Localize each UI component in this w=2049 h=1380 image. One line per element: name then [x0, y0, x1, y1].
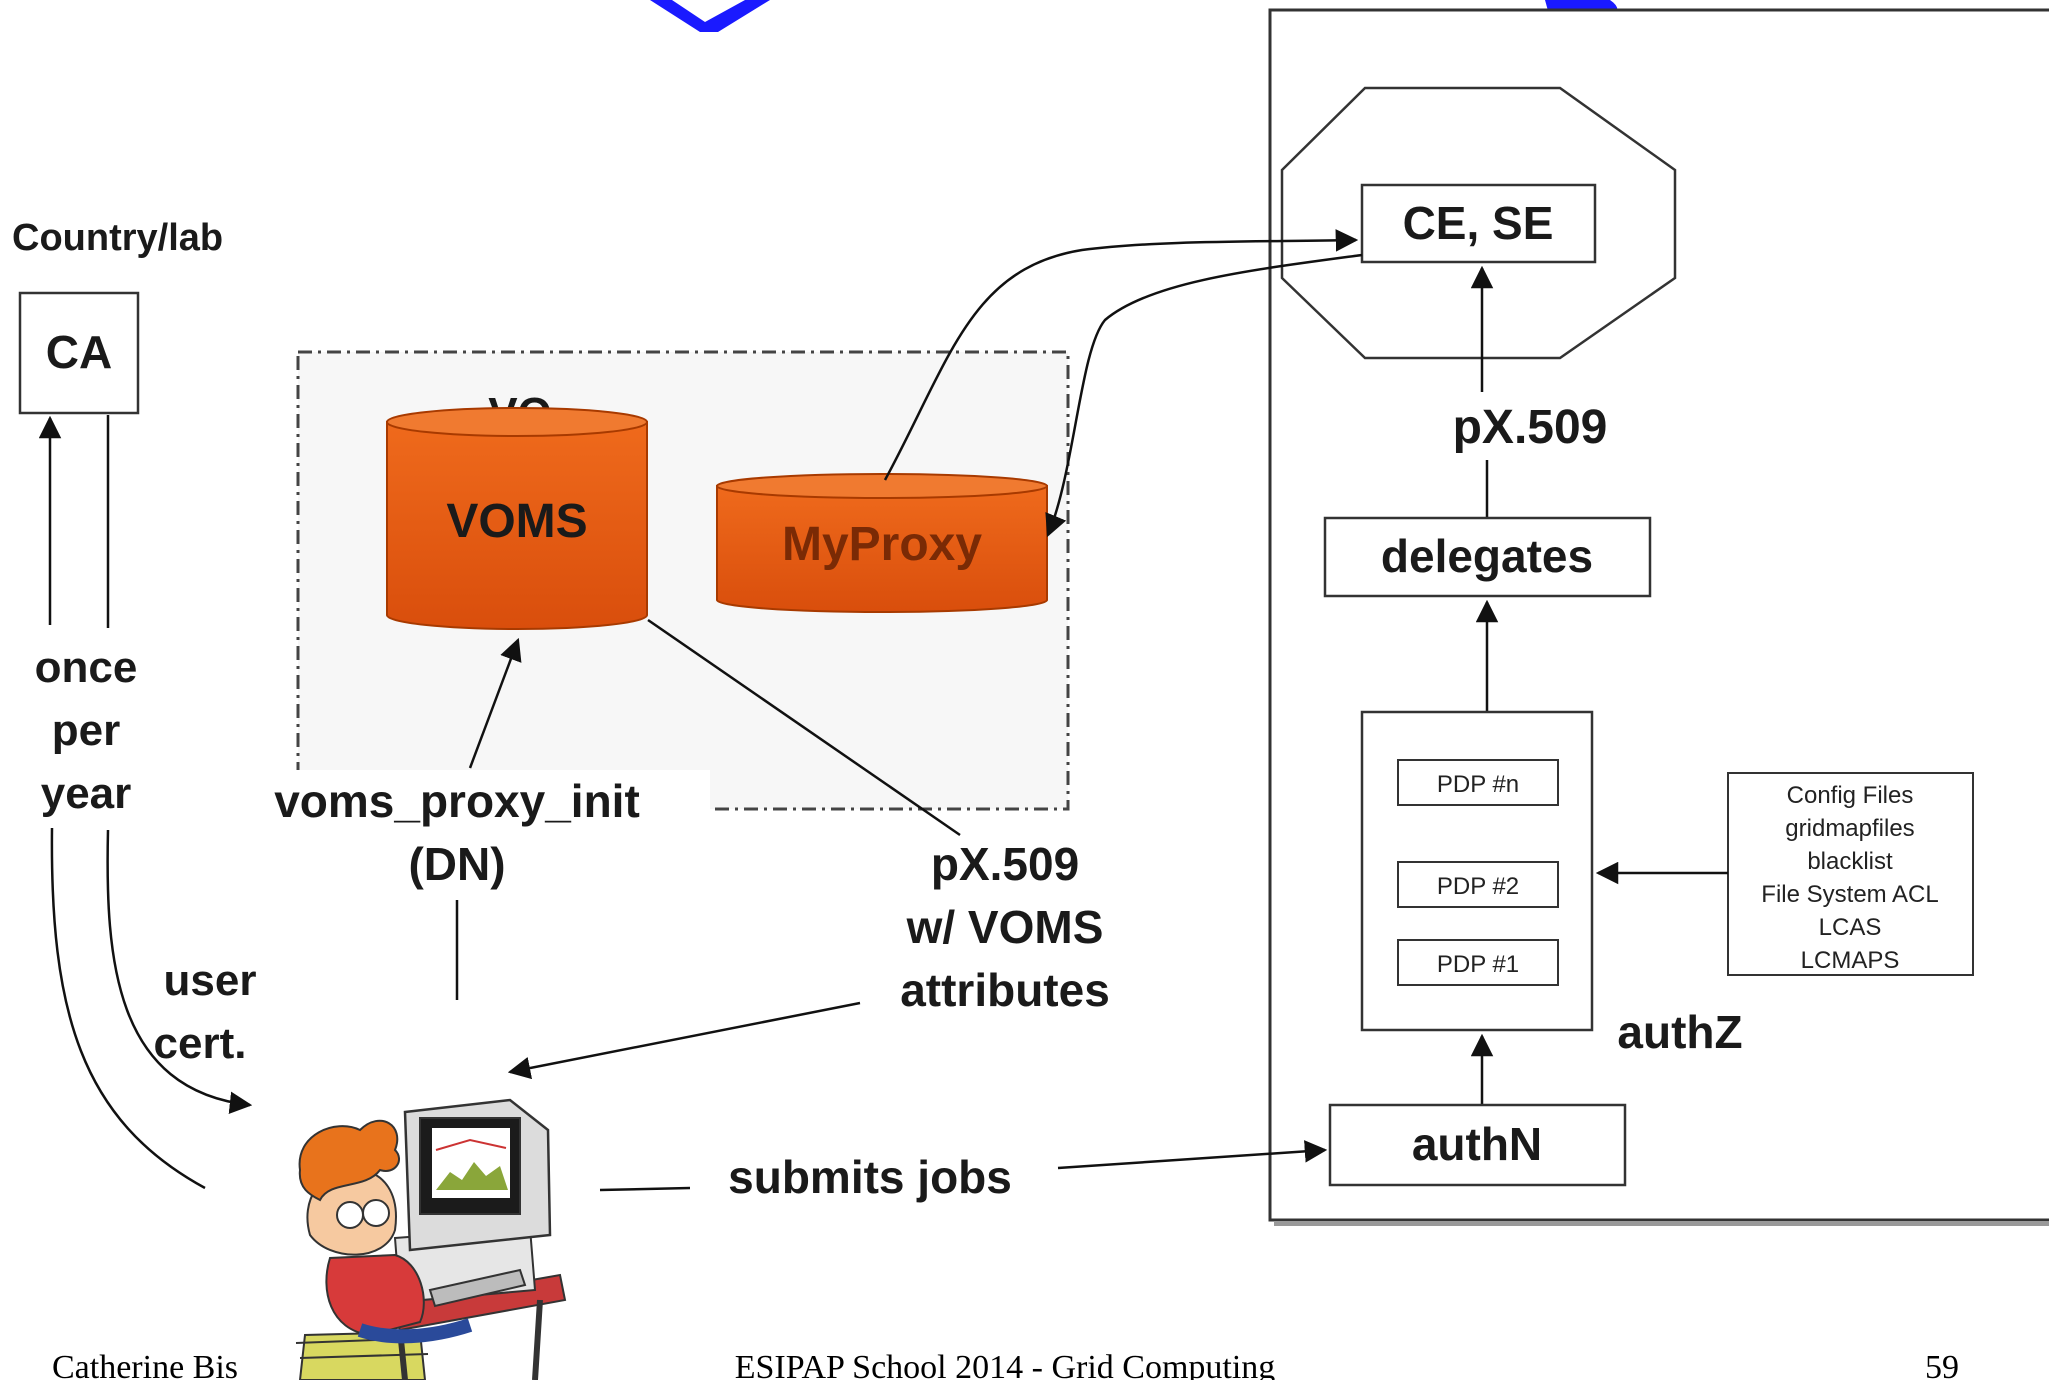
config-files-line-5: LCAS — [1819, 914, 1882, 941]
px509-label: pX.509 — [1453, 401, 1608, 454]
user-label: user — [164, 956, 257, 1005]
config-files-line-1: Config Files — [1787, 782, 1914, 809]
submits-jobs-arrow — [1057, 1140, 1328, 1170]
ca-box — [18, 291, 140, 415]
voms-proxy-init-label: voms_proxy_init — [274, 775, 640, 827]
ca-curve-outer — [50, 827, 206, 1190]
year-label: year — [41, 769, 132, 818]
pdp-2-label: PDP #2 — [1437, 873, 1519, 900]
px509-voms-label-3: attributes — [900, 964, 1110, 1016]
ce-se-box — [1360, 183, 1597, 264]
attributes-to-user-arrow — [507, 1001, 861, 1080]
authn-box — [1328, 1103, 1627, 1187]
once-label: once — [35, 643, 138, 692]
config-files-line-2: gridmapfiles — [1785, 815, 1914, 842]
footer-event: ESIPAP School 2014 - Grid Computing — [735, 1349, 1276, 1380]
myproxy-to-ce-arrow — [883, 229, 1359, 481]
pdp-2-box — [1397, 861, 1559, 908]
submits-line-left — [599, 1186, 691, 1192]
px509-voms-label-2: w/ VOMS — [906, 901, 1104, 953]
config-files-line-3: blacklist — [1807, 848, 1893, 875]
user-computer-illustration — [295, 1098, 567, 1380]
pdp-1-box — [1397, 939, 1559, 986]
voms-label: VOMS — [446, 495, 587, 548]
config-files-line-6: LCMAPS — [1801, 947, 1900, 974]
dn-label: (DN) — [408, 838, 505, 890]
ce-to-myproxy-arrow — [1045, 253, 1363, 538]
cert-label: cert. — [154, 1019, 247, 1068]
authz-label: authZ — [1617, 1006, 1742, 1058]
ce-se-label: CE, SE — [1403, 197, 1554, 249]
footer-page: 59 — [1925, 1349, 1959, 1380]
delegates-label: delegates — [1381, 530, 1593, 582]
voms-proxy-arrow — [468, 637, 522, 769]
pdp-n-label: PDP #n — [1437, 771, 1519, 798]
ca-curve-inner — [106, 829, 253, 1114]
authn-label: authN — [1412, 1118, 1542, 1170]
config-files-line-4: File System ACL — [1761, 881, 1938, 908]
footer-author: Catherine Bis — [52, 1349, 238, 1380]
delegates-box — [1323, 516, 1652, 598]
voms-proxy-init-bg — [225, 770, 710, 900]
voms-cylinder — [386, 407, 648, 630]
myproxy-label: MyProxy — [782, 518, 982, 571]
voms-attr-line — [647, 618, 961, 837]
myproxy-cylinder — [716, 473, 1048, 613]
px509-voms-label-1: pX.509 — [931, 838, 1079, 890]
submits-jobs-label: submits jobs — [728, 1151, 1012, 1203]
ca-label: CA — [46, 326, 112, 378]
per-label: per — [52, 706, 120, 755]
country-lab-label: Country/lab — [12, 217, 223, 259]
pdp-n-box — [1397, 759, 1559, 806]
config-files-box — [1727, 772, 1974, 976]
pdp-1-label: PDP #1 — [1437, 951, 1519, 978]
